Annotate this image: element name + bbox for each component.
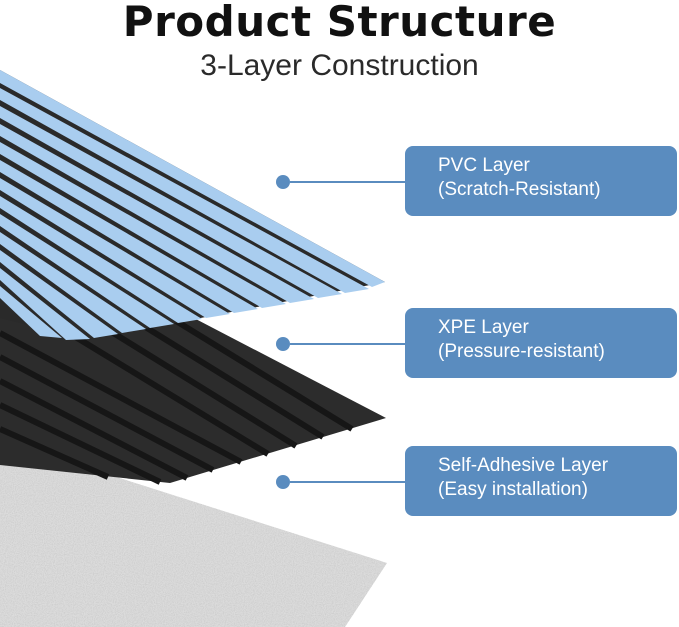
adhesive-pointer-line	[290, 481, 405, 483]
pvc-layer-name: PVC Layer	[438, 155, 530, 176]
page-title: Product Structure	[122, 0, 557, 46]
pvc-layer-sheet	[0, 70, 385, 340]
pvc-layer-detail: (Scratch-Resistant)	[438, 179, 601, 200]
adhesive-layer-name: Self-Adhesive Layer	[438, 455, 609, 476]
pvc-pointer-line	[290, 181, 405, 183]
page-subtitle: 3-Layer Construction	[200, 49, 479, 82]
adhesive-layer-callout: Self-Adhesive Layer (Easy installation)	[405, 446, 677, 516]
xpe-layer-name: XPE Layer	[438, 317, 529, 338]
xpe-layer-sheet	[0, 292, 386, 485]
xpe-layer-detail: (Pressure-resistant)	[438, 341, 605, 362]
xpe-pointer-dot	[276, 337, 290, 351]
xpe-layer-callout: XPE Layer (Pressure-resistant)	[405, 308, 677, 378]
pvc-pointer-dot	[276, 175, 290, 189]
adhesive-layer-detail: (Easy installation)	[438, 479, 588, 500]
xpe-pointer-line	[290, 343, 405, 345]
adhesive-pointer-dot	[276, 475, 290, 489]
pvc-layer-callout: PVC Layer (Scratch-Resistant)	[405, 146, 677, 216]
